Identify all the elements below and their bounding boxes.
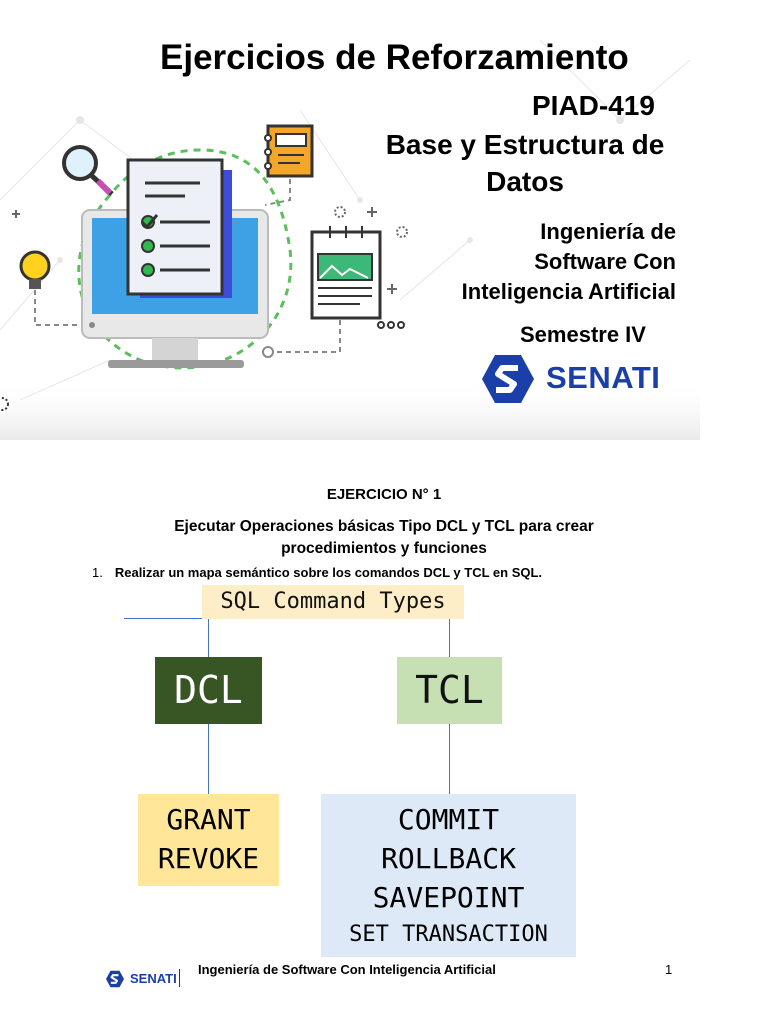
tcl-node: TCL [397,657,502,724]
course-name: Base y Estructura de Datos [355,126,695,200]
course-name-line2: Datos [486,166,564,197]
course-code: PIAD-419 [532,90,655,121]
career-line2: Software Con [534,249,676,274]
exercise-item-text: Realizar un mapa semántico sobre los com… [114,565,543,580]
cover-title: Ejercicios de Reforzamiento [160,38,629,77]
career-line1: Ingeniería de [540,219,676,244]
page-number: 1 [665,962,673,977]
exercise-item-number: 1. [92,565,103,580]
dcl-command-grant: GRANT [166,803,251,836]
senati-brand: SENATI [546,360,661,395]
root-underline [124,618,204,619]
tcl-command-rollback: ROLLBACK [381,842,516,875]
exercise-heading: EJERCICIO N° 1 [326,486,442,503]
tcl-command-commit: COMMIT [397,803,500,836]
root-node: SQL Command Types [202,585,464,619]
footer-text: Ingeniería de Software Con Inteligencia … [198,962,496,977]
connector-dcl-cmds [208,724,209,794]
dcl-command-revoke: REVOKE [157,842,260,875]
footer-brand: SENATI [130,971,177,986]
connector-tcl-cmds [449,724,450,794]
cover-illustration [0,39,700,440]
tcl-command-set-transaction: SET TRANSACTION [349,922,548,947]
tcl-command-savepoint: SAVEPOINT [372,881,525,914]
connector-root-dcl [208,619,209,657]
dcl-commands-box: GRANT REVOKE [138,794,279,886]
career-name: Ingeniería de Software Con Inteligencia … [420,217,676,307]
tcl-commands-box: COMMIT ROLLBACK SAVEPOINT SET TRANSACTIO… [321,794,576,957]
semester-label: Semestre IV [520,322,646,347]
dcl-node: DCL [155,657,262,724]
cover-banner: Ejercicios de Reforzamiento PIAD-419 Bas… [0,0,700,440]
senati-logo-icon [482,355,534,403]
exercise-item: 1. Realizar un mapa semántico sobre los c… [92,565,542,580]
exercise-subtitle: Ejecutar Operaciones básicas Tipo DCL y … [174,518,594,557]
career-line3: Inteligencia Artificial [461,279,676,304]
connector-root-tcl [449,619,450,657]
footer-senati-logo-icon [106,970,124,988]
course-name-line1: Base y Estructura de [385,129,665,160]
footer-divider [179,969,180,987]
